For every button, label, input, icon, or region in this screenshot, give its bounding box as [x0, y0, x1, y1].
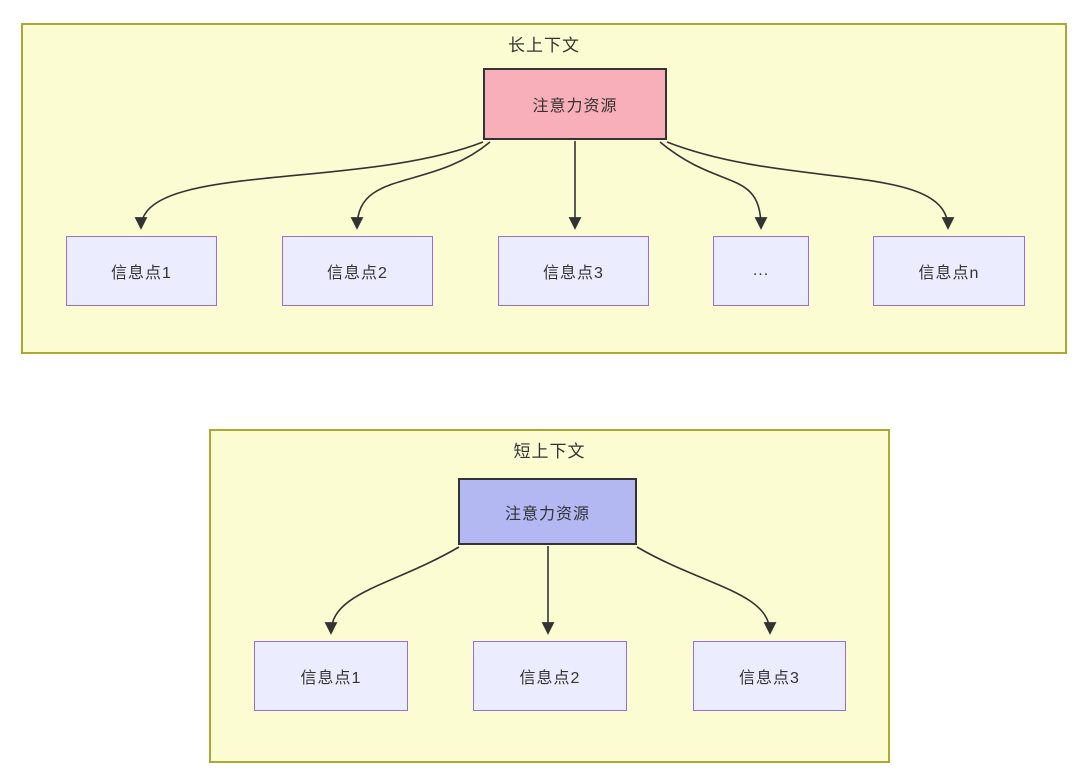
- short-context-title: 短上下文: [513, 442, 586, 461]
- info-point-long-2: 信息点2: [282, 236, 433, 306]
- info-point-long-n: 信息点n: [873, 236, 1025, 306]
- info-point-long-3: 信息点3: [498, 236, 649, 306]
- long-context-title: 长上下文: [508, 36, 580, 55]
- info-point-short-3: 信息点3: [693, 641, 846, 711]
- attention-resource-box-long: 注意力资源: [483, 68, 667, 140]
- info-point-long-ellipsis: ...: [713, 236, 809, 306]
- info-point-short-1: 信息点1: [254, 641, 408, 711]
- info-point-long-1: 信息点1: [66, 236, 217, 306]
- info-point-short-2: 信息点2: [473, 641, 627, 711]
- attention-resource-box-short: 注意力资源: [458, 478, 637, 545]
